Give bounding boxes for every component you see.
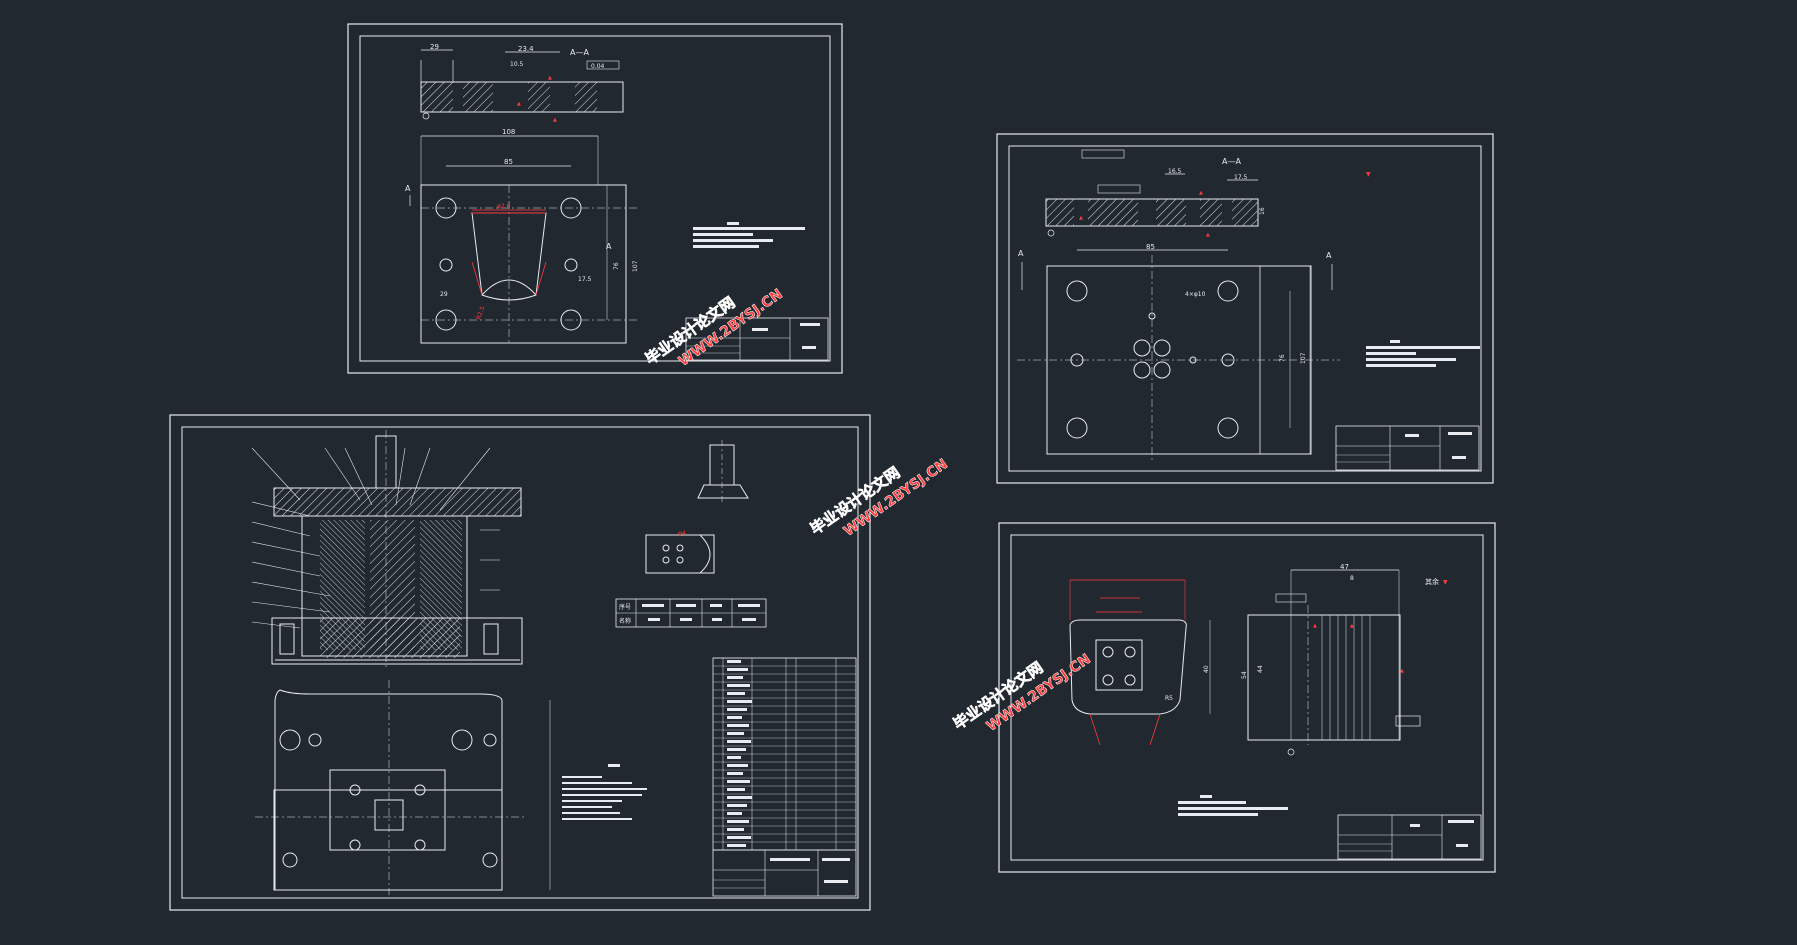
parts-row-cell <box>727 684 750 687</box>
plan-view-2: 85 4×φ10 76 107 A A <box>1017 243 1340 460</box>
svg-text:▲: ▲ <box>517 101 521 107</box>
drawing-sheet-4[interactable]: 40 R5 47 8 54 44 ▲ ▲ ▲ 其余 <box>998 522 1496 873</box>
dim-sub-4: 8 <box>1350 575 1354 582</box>
parts-row-cell <box>727 780 750 783</box>
assembly-plan-view <box>255 680 551 895</box>
view-marker-a-left-2: A <box>1018 249 1024 258</box>
svg-text:▼: ▼ <box>1366 171 1371 178</box>
section-label-2: A—A <box>1222 157 1241 166</box>
parts-row-cell <box>727 724 749 727</box>
parts-row-cell <box>727 836 751 839</box>
tech-notes-4 <box>1178 795 1288 816</box>
dim-overall-width: 108 <box>502 128 515 136</box>
svg-text:▲: ▲ <box>1313 623 1317 629</box>
svg-text:▲: ▲ <box>1206 232 1210 238</box>
watermark-2: 毕业设计论文网 WWW.2BYSJ.CN <box>807 456 951 540</box>
dim-height-2: 107 <box>1300 352 1307 364</box>
dim-width-top: 29 <box>430 43 439 51</box>
title-block-2 <box>1335 425 1480 471</box>
dim-dist: 17.5 <box>578 276 592 283</box>
svg-text:▲: ▲ <box>1400 668 1404 674</box>
parts-row-cell <box>727 764 748 767</box>
svg-text:φ4: φ4 <box>678 530 686 537</box>
title-block-3 <box>712 849 857 897</box>
dim-pitch: 85 <box>504 158 513 166</box>
svg-text:▲: ▲ <box>548 75 552 81</box>
assembly-section-view <box>251 430 523 670</box>
parts-row-cell <box>727 788 745 791</box>
parts-row-cell <box>727 812 742 815</box>
dim-d1: 16.5 <box>1168 168 1182 175</box>
dim-sub: 10.5 <box>510 61 524 68</box>
parts-row-cell <box>727 740 751 743</box>
parts-row-cell <box>727 660 741 663</box>
svg-text:R2.5: R2.5 <box>475 305 486 320</box>
title-block-1 <box>685 317 829 361</box>
tech-notes-3 <box>562 764 647 820</box>
watermark-1: 毕业设计论文网 WWW.2BYSJ.CN <box>642 286 786 370</box>
svg-text:φ2.6: φ2.6 <box>497 203 511 210</box>
parts-row-cell <box>727 748 746 751</box>
parts-row-cell <box>727 716 742 719</box>
parts-row-cell <box>727 692 745 695</box>
parts-row-cell <box>727 772 743 775</box>
detail-view-punch <box>697 440 749 505</box>
svg-text:▲: ▲ <box>553 117 557 123</box>
legend-row-1-label: 序号 <box>619 603 631 611</box>
parts-row-cell <box>727 828 744 831</box>
parts-row-cell <box>727 700 752 703</box>
tolerance-frame: 0.04 <box>591 63 605 70</box>
parts-row-cell <box>727 708 747 711</box>
parts-row-cell <box>727 676 743 679</box>
view-marker-a-left: A <box>405 184 411 193</box>
legend-row-2-label: 名称 <box>619 617 631 625</box>
tech-notes-2 <box>1366 340 1480 367</box>
dim-w-4: 40 <box>1203 665 1210 673</box>
dim-top-4: 47 <box>1340 563 1349 571</box>
dim-inner-h: 76 <box>613 262 620 270</box>
svg-text:▲: ▲ <box>1350 623 1354 629</box>
svg-text:▼: ▼ <box>1443 579 1448 586</box>
svg-text:▲: ▲ <box>1079 215 1083 221</box>
dim-thick: 16 <box>1259 207 1266 215</box>
dim-holes: 4×φ10 <box>1185 291 1206 298</box>
part-profile-view: 40 R5 <box>1069 579 1211 746</box>
legend-table: 序号 名称 <box>615 598 767 628</box>
parts-row-cell <box>727 796 752 799</box>
parts-list-table <box>712 657 857 851</box>
parts-row-cell <box>727 844 746 847</box>
parts-row-cell <box>727 804 747 807</box>
svg-text:▲: ▲ <box>1199 190 1203 196</box>
dim-inner-h-2: 76 <box>1279 354 1286 362</box>
title-block-4 <box>1337 814 1482 860</box>
detail-view-strip: φ4 <box>645 530 715 574</box>
parts-row-cell <box>727 756 741 759</box>
dim-overall-width-2: 85 <box>1146 243 1155 251</box>
dim-height: 107 <box>632 260 639 272</box>
drawing-sheet-2[interactable]: 16.5 17.5 A—A 16 ▲ ▲ ▲ ▼ 85 <box>996 133 1494 484</box>
section-label-1: A—A <box>570 48 589 57</box>
drawing-sheet-1[interactable]: 29 23.4 10.5 A—A 0.04 ▲ ▲ ▲ 108 85 <box>347 23 843 374</box>
dim-h1-4: 44 <box>1257 665 1264 673</box>
note-other: 其余 <box>1425 577 1439 586</box>
plan-view-1: 108 85 φ2.6 R2.5 76 107 17.5 <box>405 128 640 344</box>
parts-row-cell <box>727 732 744 735</box>
parts-row-cell <box>727 668 748 671</box>
dim-r-4: R5 <box>1165 695 1173 702</box>
dim-hole-dia: 23.4 <box>518 45 534 53</box>
tech-notes-1 <box>693 222 805 248</box>
dim-d2: 17.5 <box>1234 174 1248 181</box>
dim-left-off: 29 <box>440 291 448 298</box>
view-marker-a-right-2: A <box>1326 251 1332 260</box>
drawing-sheet-3-assembly[interactable]: φ4 序号 名称 <box>169 414 871 911</box>
dim-h2-4: 54 <box>1241 671 1248 679</box>
view-marker-a-right: A <box>606 242 612 251</box>
section-view-2: 16.5 17.5 A—A 16 ▲ ▲ ▲ ▼ <box>1045 149 1371 238</box>
part-side-view: 47 8 54 44 ▲ ▲ ▲ 其余 ▼ <box>1241 563 1448 756</box>
section-view-top: 29 23.4 10.5 A—A 0.04 ▲ ▲ ▲ <box>420 43 624 123</box>
parts-row-cell <box>727 820 749 823</box>
